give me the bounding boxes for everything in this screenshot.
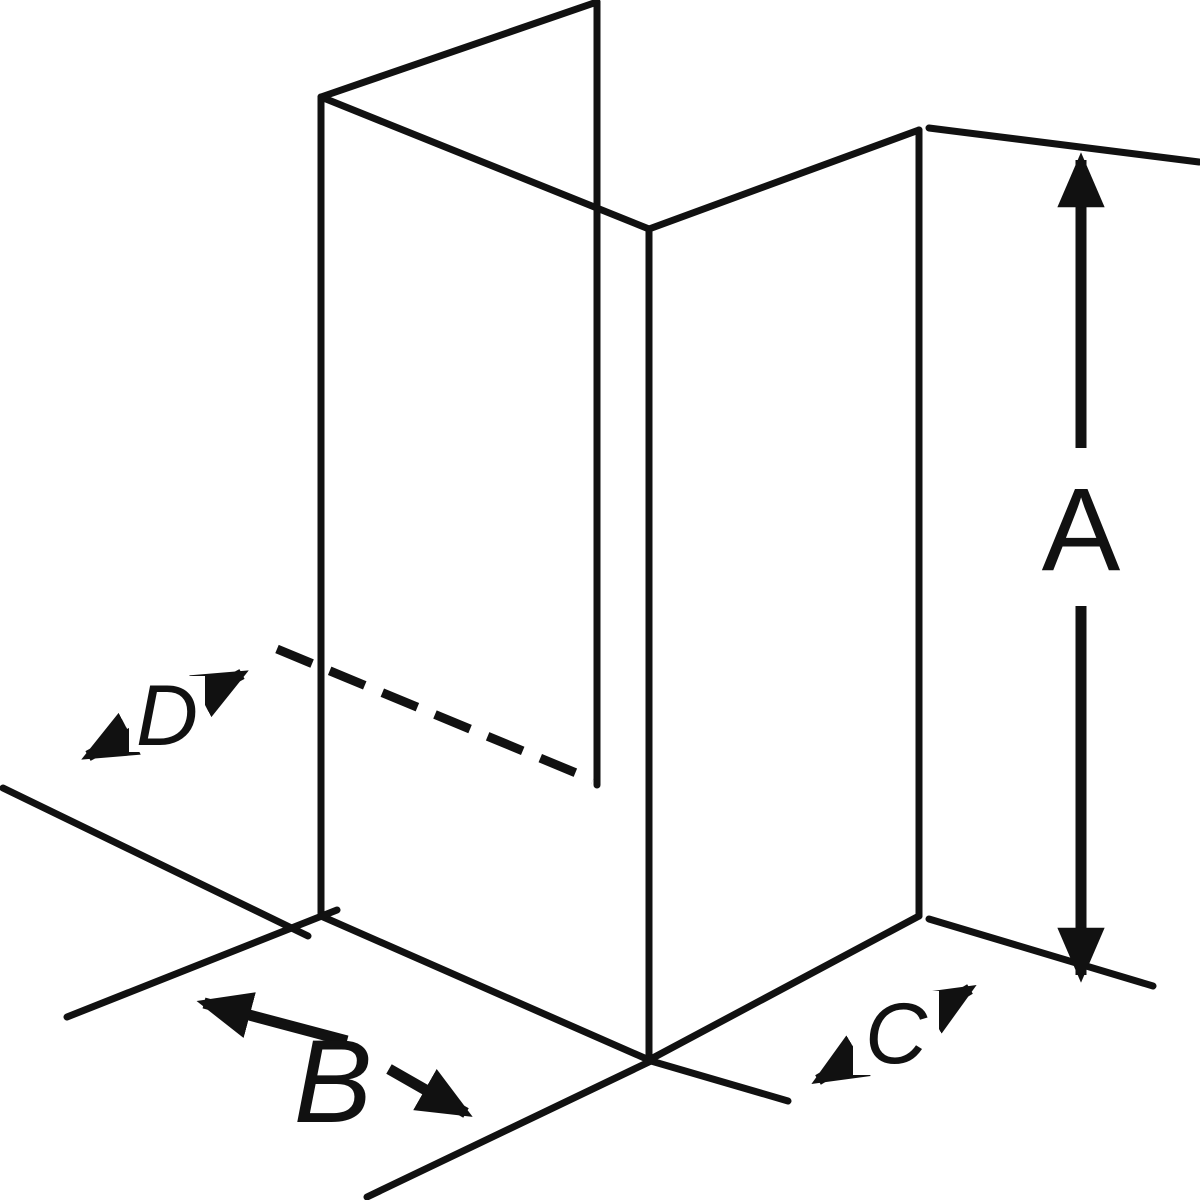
dimension-c-label-gap: [853, 991, 939, 1075]
right-panel-top-edge: [645, 126, 923, 233]
dimension-a: A: [1026, 152, 1136, 983]
dimension-b: B: [196, 992, 473, 1148]
left-return-top-edge: [317, 0, 601, 101]
dimension-d-label-gap: [129, 676, 205, 752]
dimension-d-label: D: [136, 668, 198, 764]
wall-line-top-right: [925, 124, 1200, 166]
dimension-a-label-gap: [1026, 448, 1136, 606]
front-panel-bottom-edge: [317, 912, 653, 1064]
floor-line-left-lower: [63, 906, 341, 1021]
floor-line-left-upper: [0, 784, 312, 940]
dimension-b-label: B: [294, 1016, 373, 1148]
object-edges: [317, 0, 923, 1064]
floor-line-right: [925, 915, 1157, 990]
front-panel-top-edge: [317, 93, 653, 233]
floor-line-center-left: [363, 1057, 655, 1200]
dimension-b-arrow-left: [196, 992, 349, 1047]
dimension-c: C: [811, 984, 977, 1085]
dimension-a-label: A: [1042, 464, 1121, 596]
dimension-c-label: C: [865, 986, 928, 1082]
hidden-bottom-edge-dashed: [275, 644, 595, 785]
floor-line-center-right: [647, 1057, 792, 1105]
dimension-b-arrow-right: [386, 1064, 473, 1118]
right-panel-bottom-edge: [645, 912, 923, 1064]
dimension-d: D: [81, 668, 249, 764]
floor-lines: [0, 124, 1200, 1200]
